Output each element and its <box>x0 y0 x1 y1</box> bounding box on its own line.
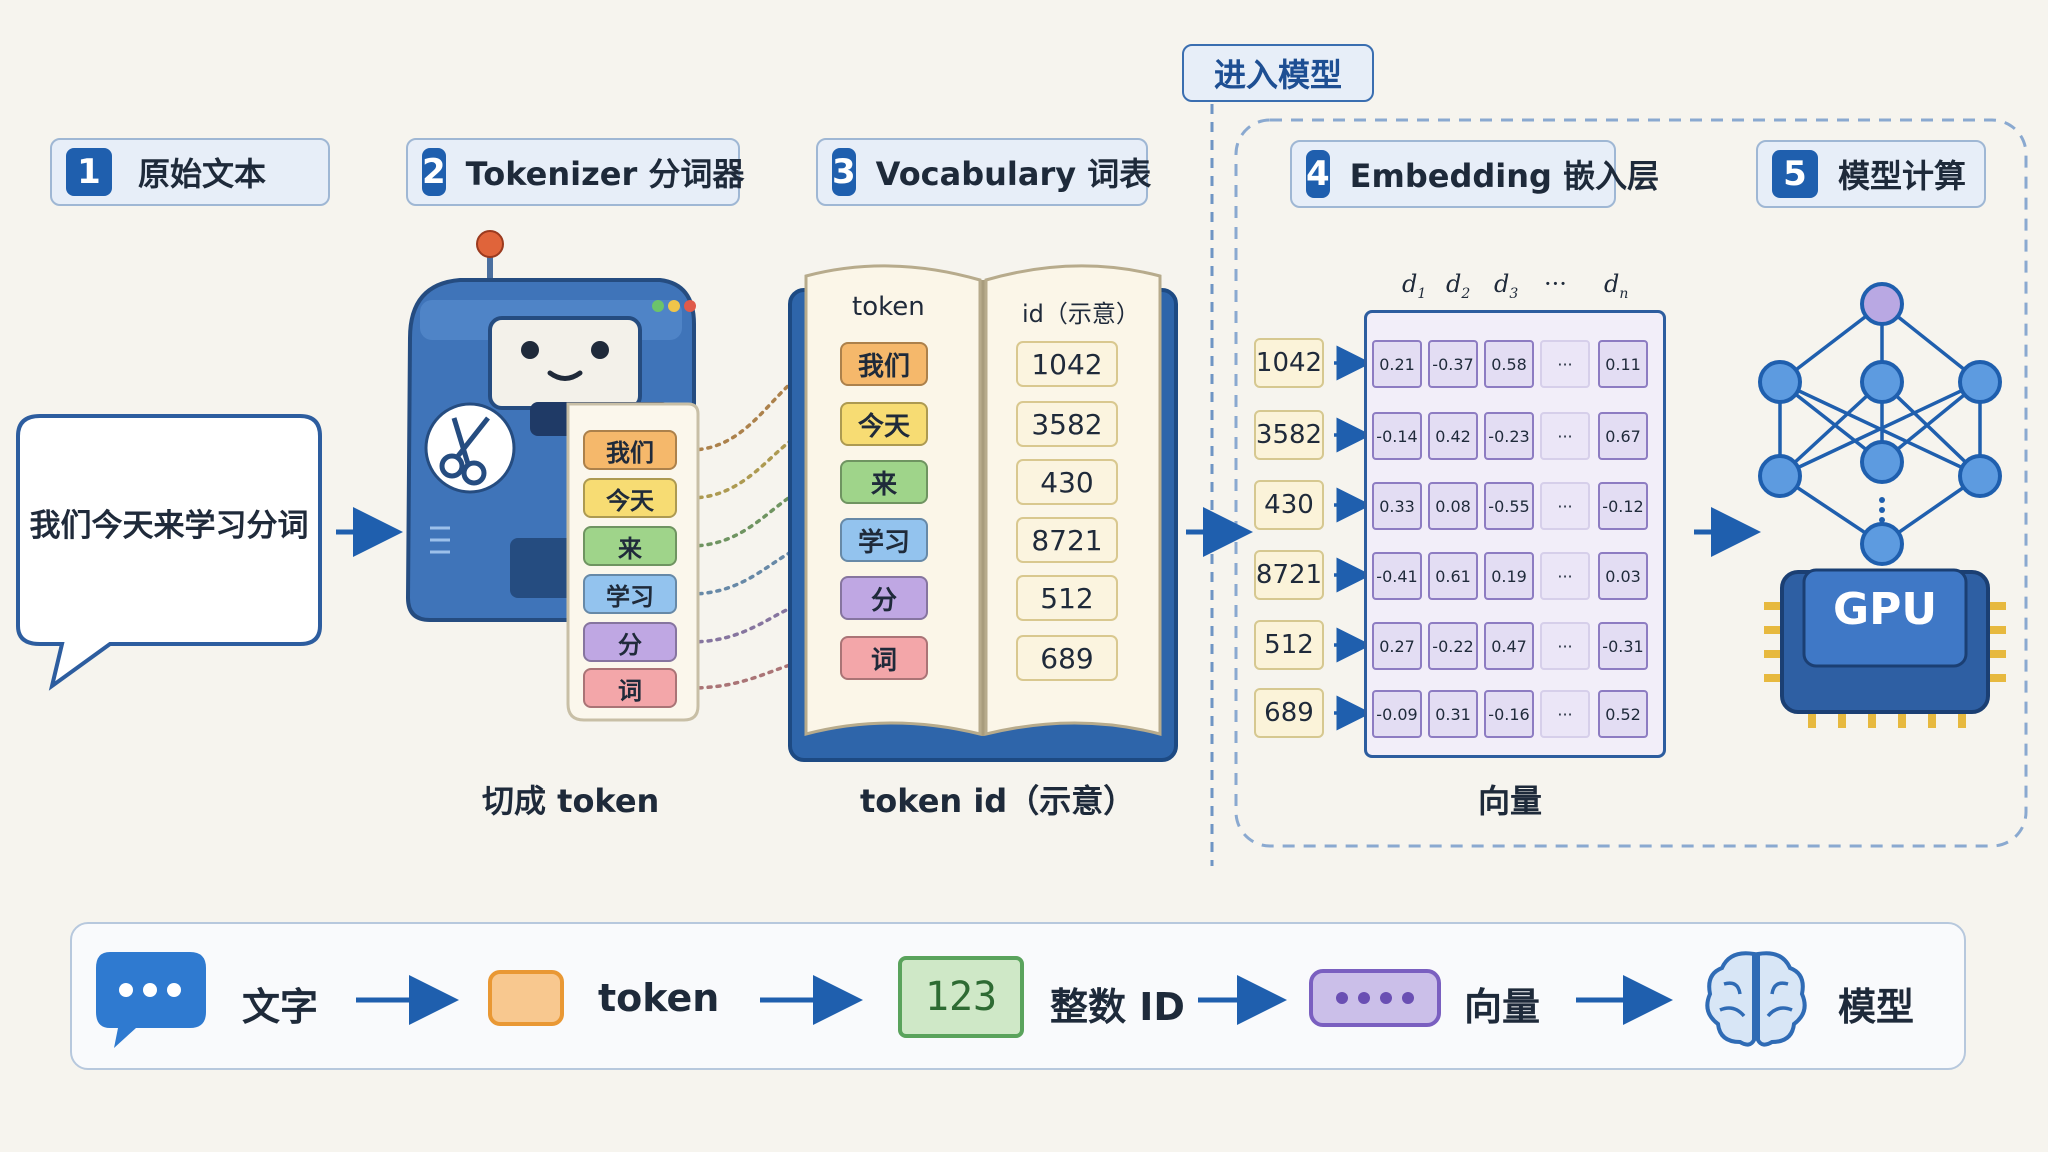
vector-ellipsis-cell: ··· <box>1540 690 1590 738</box>
vector-cell: 0.52 <box>1598 690 1648 738</box>
vector-cell: -0.09 <box>1372 690 1422 738</box>
gpu-label: GPU <box>1832 584 1938 635</box>
embedding-input-id: 430 <box>1254 480 1324 530</box>
step-5-header: 5 模型计算 <box>1756 140 1986 208</box>
chat-bubble-icon <box>96 952 206 1048</box>
model-region-box <box>1234 118 2028 848</box>
vocab-token: 分 <box>840 576 928 620</box>
step-2-header: 2 Tokenizer 分词器 <box>406 138 744 206</box>
token-chip: 学习 <box>583 574 677 614</box>
enter-model-label: 进入模型 <box>1182 44 1374 102</box>
vector-cell: -0.14 <box>1372 412 1422 460</box>
step-number: 5 <box>1772 150 1818 198</box>
token-link-arrow <box>688 596 834 644</box>
vector-cell: -0.37 <box>1428 340 1478 388</box>
legend-vector-label: 向量 <box>1464 985 1541 1029</box>
step-number: 2 <box>422 148 446 196</box>
vector-cell: -0.22 <box>1428 622 1478 670</box>
legend-number-box: 123 <box>898 956 1024 1038</box>
vector-cell: -0.12 <box>1598 482 1648 530</box>
step-1-header: 1 原始文本 <box>50 138 330 206</box>
token-chip: 来 <box>583 526 677 566</box>
vector-cell: -0.31 <box>1598 622 1648 670</box>
vector-ellipsis-cell: ··· <box>1540 412 1590 460</box>
embedding-input-id: 1042 <box>1254 338 1324 388</box>
legend-token-swatch <box>488 970 564 1026</box>
token-chip: 今天 <box>583 478 677 518</box>
embedding-input-id: 512 <box>1254 620 1324 670</box>
vocab-token: 来 <box>840 460 928 504</box>
vector-ellipsis-cell: ··· <box>1540 340 1590 388</box>
step-label: Embedding 嵌入层 <box>1349 157 1660 195</box>
vocab-id: 8721 <box>1016 517 1118 563</box>
dim-label-dots: ··· <box>1544 270 1567 298</box>
step-3-header: 3 Vocabulary 词表 <box>816 138 1151 206</box>
vocab-id: 430 <box>1016 459 1118 505</box>
caption-embedding: 向量 <box>1478 782 1543 820</box>
vector-ellipsis-cell: ··· <box>1540 622 1590 670</box>
input-text: 我们今天来学习分词 <box>29 508 309 544</box>
token-chip: 我们 <box>583 430 677 470</box>
vector-cell: 0.31 <box>1428 690 1478 738</box>
step-number: 1 <box>66 148 112 196</box>
step-number: 4 <box>1306 150 1330 198</box>
vector-cell: -0.55 <box>1484 482 1534 530</box>
neural-network-icon <box>1758 282 2002 566</box>
vocab-token: 学习 <box>840 518 928 562</box>
vocab-token: 今天 <box>840 402 928 446</box>
legend-token-label: token <box>598 976 720 1020</box>
step-label: 模型计算 <box>1838 157 1967 195</box>
dim-label-d2: d2 <box>1446 270 1471 302</box>
vocab-token: 词 <box>840 636 928 680</box>
embedding-input-id: 689 <box>1254 688 1324 738</box>
step-label: 原始文本 <box>138 155 267 193</box>
token-chip: 分 <box>583 622 677 662</box>
legend-int-id-label: 整数 ID <box>1050 985 1185 1029</box>
brain-icon <box>1705 951 1807 1047</box>
vocab-token: 我们 <box>840 342 928 386</box>
legend-text-label: 文字 <box>242 985 319 1029</box>
vocab-header-token: token <box>852 292 925 322</box>
vector-cell: -0.23 <box>1484 412 1534 460</box>
step-4-header: 4 Embedding 嵌入层 <box>1290 140 1659 208</box>
embedding-input-id: 8721 <box>1254 550 1324 600</box>
vector-cell: -0.16 <box>1484 690 1534 738</box>
embedding-input-id: 3582 <box>1254 410 1324 460</box>
legend-model-label: 模型 <box>1838 985 1915 1029</box>
step-label: Vocabulary 词表 <box>875 155 1152 193</box>
dim-label-d1: d1 <box>1402 270 1427 302</box>
vector-cell: 0.03 <box>1598 552 1648 600</box>
vocab-id: 512 <box>1016 575 1118 621</box>
gpu-chip-icon <box>1764 568 2006 728</box>
vocab-id: 3582 <box>1016 401 1118 447</box>
caption-vocab: token id（示意） <box>860 782 1136 820</box>
dim-label-dn: dn <box>1604 270 1629 302</box>
vector-cell: -0.41 <box>1372 552 1422 600</box>
vector-cell: 0.27 <box>1372 622 1422 670</box>
token-chip: 词 <box>583 668 677 708</box>
vector-cell: 0.21 <box>1372 340 1422 388</box>
step-label: Tokenizer 分词器 <box>465 155 745 193</box>
caption-tokenizer: 切成 token <box>482 782 660 820</box>
vector-cell: 0.58 <box>1484 340 1534 388</box>
vocab-id: 1042 <box>1016 341 1118 387</box>
vector-cell: 0.42 <box>1428 412 1478 460</box>
dim-label-d3: d3 <box>1494 270 1519 302</box>
legend-vector-swatch <box>1309 969 1441 1027</box>
vector-cell: 0.47 <box>1484 622 1534 670</box>
vector-cell: 0.08 <box>1428 482 1478 530</box>
vector-cell: 0.19 <box>1484 552 1534 600</box>
speech-bubble <box>16 414 322 691</box>
vector-cell: 0.11 <box>1598 340 1648 388</box>
vector-cell: 0.33 <box>1372 482 1422 530</box>
vector-ellipsis-cell: ··· <box>1540 552 1590 600</box>
vector-cell: 0.67 <box>1598 412 1648 460</box>
vector-ellipsis-cell: ··· <box>1540 482 1590 530</box>
vector-cell: 0.61 <box>1428 552 1478 600</box>
vocab-id: 689 <box>1016 635 1118 681</box>
vocab-header-id: id（示意） <box>1022 300 1140 328</box>
step-number: 3 <box>832 148 856 196</box>
